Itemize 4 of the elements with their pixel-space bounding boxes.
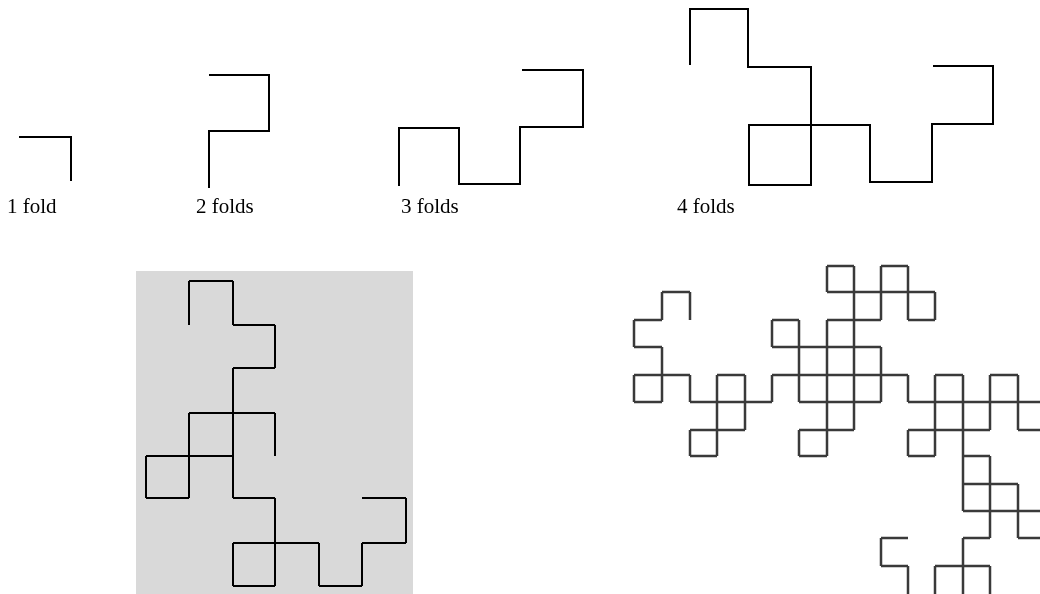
fold-count-label: 3 folds: [401, 196, 459, 217]
fold-count-label: 2 folds: [196, 196, 254, 217]
fold-count-label: 1 fold: [7, 196, 57, 217]
fold-count-label: 4 folds: [677, 196, 735, 217]
